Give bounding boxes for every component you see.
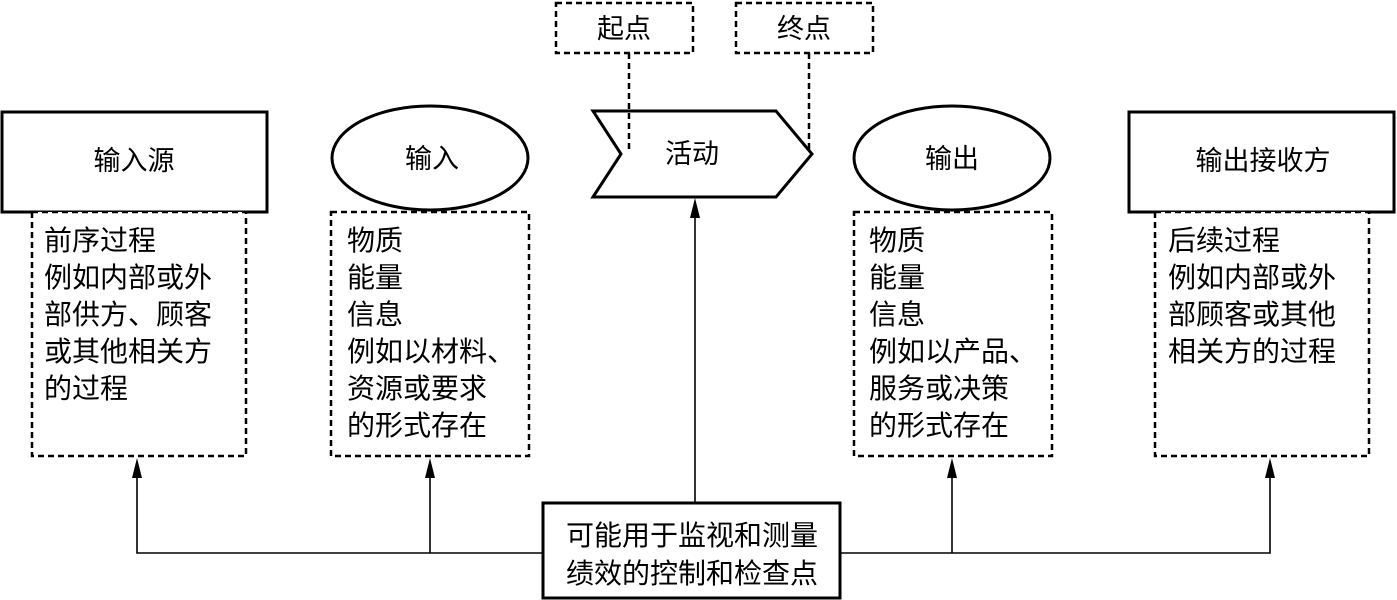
arrow-output-receiver: [1265, 458, 1275, 478]
connector-input-source: [136, 476, 543, 554]
activity-shape: [590, 109, 814, 199]
input-line: 资源或要求: [347, 372, 487, 405]
output-receiver-header-label: 输出接收方: [1196, 146, 1331, 177]
input-line: 能量: [347, 261, 403, 294]
input-header: [330, 104, 530, 212]
arrow-input-source: [132, 458, 142, 478]
output-line: 信息: [869, 298, 925, 331]
output-receiver-detail-box: [1153, 210, 1371, 458]
activity-label: 活动: [665, 139, 719, 170]
input-line: 例如以材料、: [347, 335, 515, 368]
connector-output-receiver: [840, 476, 1271, 554]
arrow-output: [947, 458, 957, 478]
output-line: 服务或决策: [869, 372, 1009, 405]
output-receiver-line: 例如内部或外: [1168, 261, 1336, 294]
control-point-line: 绩效的控制和检查点: [566, 557, 818, 590]
input-source-detail-box: [30, 210, 248, 458]
arrow-input: [425, 458, 435, 478]
output-header-label: 输出: [925, 144, 979, 175]
start-box: [554, 1, 695, 55]
input-source-header-label: 输入源: [94, 146, 175, 177]
input-line: 的形式存在: [347, 409, 487, 442]
output-receiver-line: 相关方的过程: [1168, 335, 1336, 368]
output-receiver-line: 部顾客或其他: [1168, 298, 1336, 331]
input-source-header: [0, 110, 269, 214]
output-receiver-header: [1127, 110, 1396, 214]
start-label: 起点: [597, 14, 651, 45]
output-line: 能量: [869, 261, 925, 294]
output-line: 的形式存在: [869, 409, 1009, 442]
output-detail-box: [852, 210, 1054, 458]
control-point-box: [541, 501, 842, 600]
end-label: 终点: [777, 14, 831, 45]
output-header: [852, 104, 1052, 212]
output-line: 例如以产品、: [869, 335, 1037, 368]
input-line: 信息: [347, 298, 403, 331]
control-point-line: 可能用于监视和测量: [566, 519, 818, 552]
input-source-line: 或其他相关方: [44, 335, 212, 368]
output-line: 物质: [869, 224, 925, 257]
input-line: 物质: [347, 224, 403, 257]
end-box: [734, 1, 875, 55]
input-source-line: 前序过程: [44, 224, 156, 257]
input-source-line: 的过程: [44, 372, 128, 405]
input-source-line: 例如内部或外: [44, 261, 212, 294]
input-header-label: 输入: [405, 144, 459, 175]
arrow-activity: [690, 198, 700, 218]
input-source-line: 部供方、顾客: [44, 298, 212, 331]
input-detail-box: [329, 210, 531, 458]
output-receiver-line: 后续过程: [1168, 224, 1280, 257]
